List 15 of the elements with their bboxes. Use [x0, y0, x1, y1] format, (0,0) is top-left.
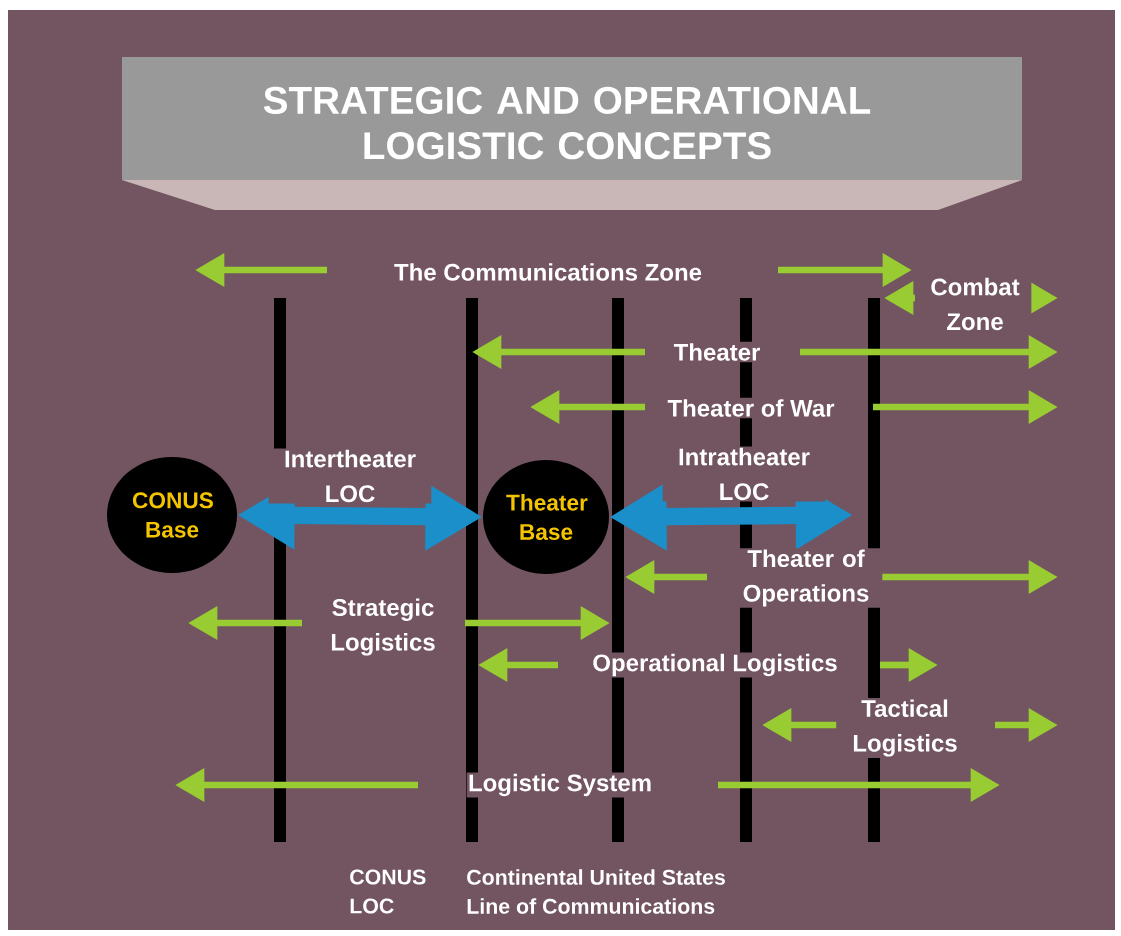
span-label: Logistic System [466, 772, 654, 798]
span-label: Strategic Logistics [311, 597, 455, 657]
span-label: Theater of War [666, 397, 836, 419]
edge-label: Intratheater LOC [662, 446, 826, 502]
glossary-text: Continental United States [467, 869, 725, 885]
span-label: Theater [672, 341, 762, 363]
span-label: Tactical Logistics [836, 698, 974, 758]
span-label: Theater of Operations [729, 548, 883, 608]
glossary-text: CONUS [350, 869, 426, 885]
edge-label: Intertheater LOC [268, 448, 432, 504]
glossary-text: Line of Communications [467, 898, 715, 914]
span-label: Operational Logistics [591, 652, 840, 678]
glossary-text: LOC [350, 898, 394, 914]
span-label: Combat Zone [918, 276, 1032, 332]
title-banner: STRATEGIC AND OPERATIONAL LOGISTIC CONCEPTS [122, 57, 1022, 210]
